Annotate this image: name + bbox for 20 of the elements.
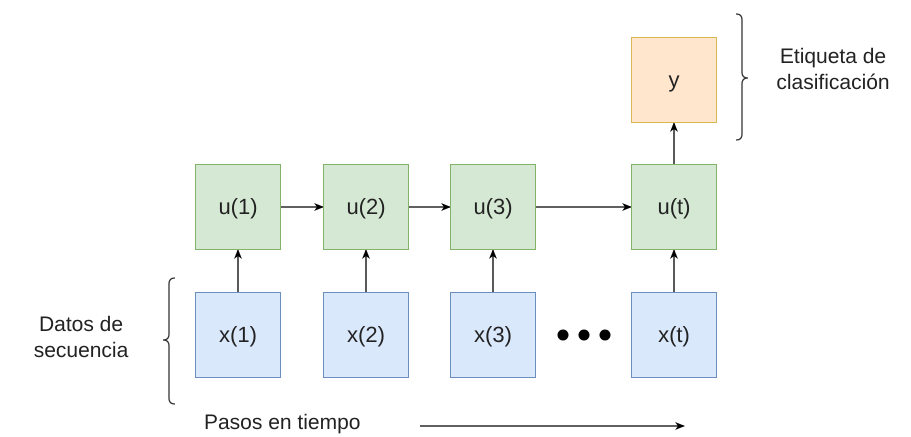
- arrow: [536, 203, 632, 211]
- annotation-label: Datos de secuencia: [32, 312, 130, 364]
- annotation-label: Pasos en tiempo: [204, 410, 362, 436]
- arrow: [362, 249, 370, 292]
- input-box: x(1): [195, 292, 281, 378]
- arrow: [489, 249, 497, 292]
- arrow: [670, 249, 678, 292]
- hidden-state-box: u(t): [631, 164, 717, 250]
- input-box: x(2): [323, 292, 409, 378]
- hidden-state-box: u(3): [450, 164, 536, 250]
- arrow: [281, 203, 324, 211]
- hidden-state-box: u(1): [195, 164, 281, 250]
- annotation-label: Etiqueta de clasificación: [775, 44, 891, 96]
- arrow: [234, 249, 242, 292]
- arrow: [670, 122, 678, 164]
- input-box: x(t): [631, 292, 717, 378]
- output-box: y: [631, 37, 717, 123]
- arrow: [409, 203, 451, 211]
- hidden-state-box: u(2): [323, 164, 409, 250]
- input-box: x(3): [450, 292, 536, 378]
